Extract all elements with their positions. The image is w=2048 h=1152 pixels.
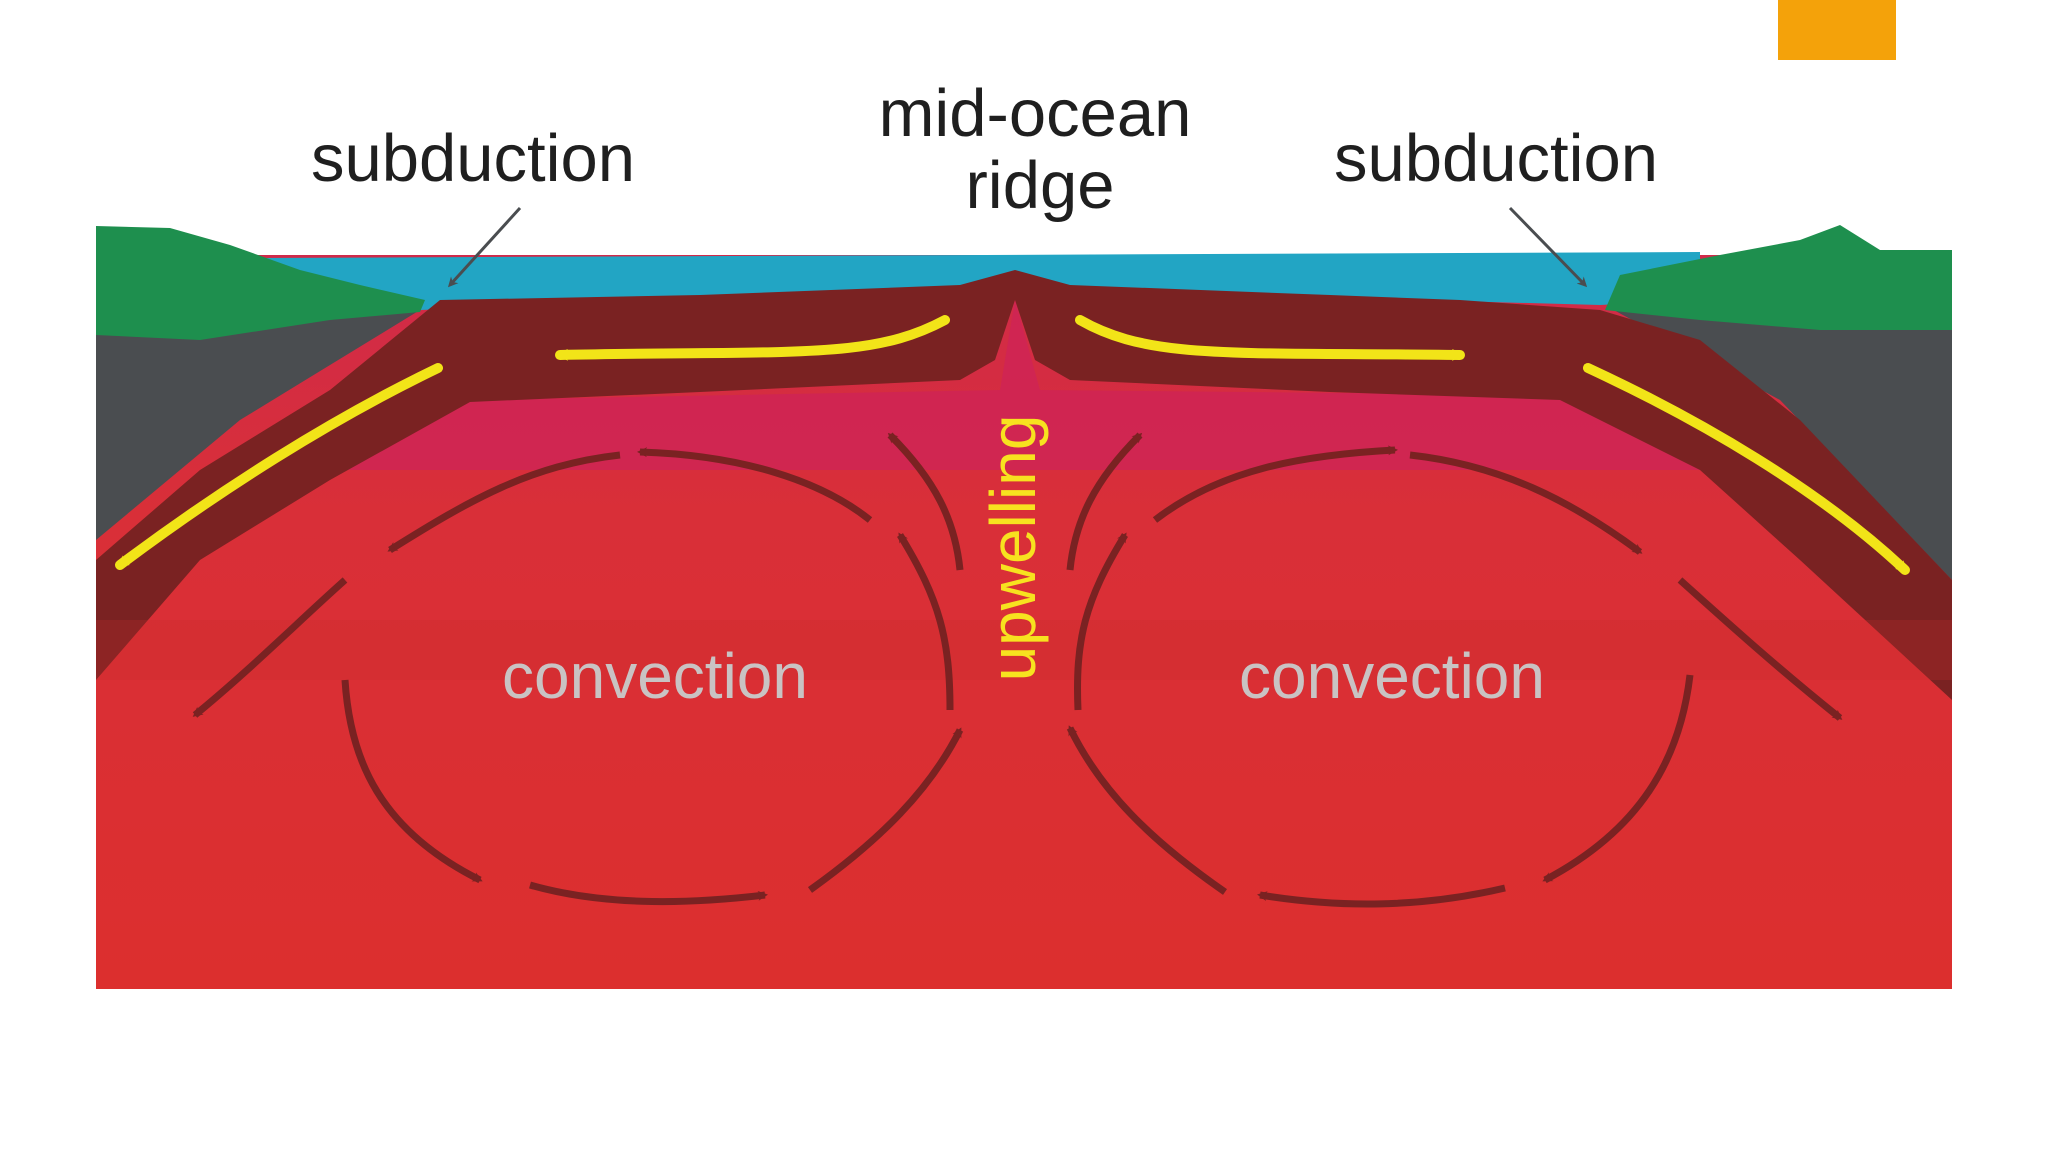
upper-mantle-band — [330, 300, 1720, 470]
convection-arrow-right-bottom-right — [1542, 674, 1694, 884]
lithosphere-plate — [96, 270, 1952, 700]
convection-arrow-right-outer — [1677, 577, 1843, 721]
convection-arrow-right-rising — [1074, 532, 1128, 711]
label-ridge: ridge — [966, 148, 1115, 223]
convection-arrow-left-upper-rising — [887, 432, 964, 571]
label-subduction-left: subduction — [311, 121, 635, 196]
convection-arrow-left-bottom-right — [807, 727, 964, 893]
continent-left — [96, 226, 425, 340]
plate-motion-arrow-right — [1075, 315, 1465, 361]
convection-arrow-left-outer — [192, 577, 348, 718]
continental-crust-left — [96, 300, 420, 540]
subduction-arrow-right — [1583, 363, 1910, 575]
convection-arrow-right-bottom-left — [1066, 725, 1227, 895]
subduction-arrow-left — [115, 363, 443, 570]
continental-crust-right — [1610, 290, 1952, 580]
label-mid-ocean: mid-ocean — [879, 76, 1192, 151]
convection-arrow-left-bottom — [529, 881, 768, 906]
corner-accent-tab — [1778, 0, 1896, 60]
label-convection-right: convection — [1239, 640, 1545, 712]
convection-arrow-right-top-left — [1152, 445, 1398, 523]
subduction-pointer-right — [1508, 206, 1588, 288]
convection-arrow-right-upper-rising — [1066, 432, 1143, 571]
continent-right — [1605, 225, 1952, 330]
convection-arrow-left-rising — [897, 532, 954, 711]
convection-arrow-left-top-left — [387, 451, 621, 553]
convection-arrow-left-top-right — [637, 447, 873, 523]
convection-arrow-right-bottom — [1257, 884, 1506, 908]
convection-arrow-right-top-right — [1409, 451, 1643, 555]
label-subduction-right: subduction — [1334, 121, 1658, 196]
label-upwelling: upwelling — [977, 415, 1049, 682]
label-convection-left: convection — [502, 640, 808, 712]
convection-arrow-left-bottom-left — [341, 679, 483, 884]
plate-motion-arrow-left — [555, 315, 950, 361]
subduction-pointer-left — [447, 206, 522, 288]
transition-band — [96, 620, 1952, 680]
